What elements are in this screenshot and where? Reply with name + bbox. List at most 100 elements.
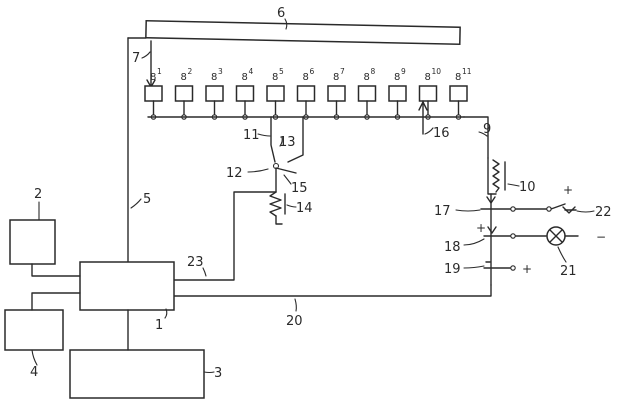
unit-label: 8: [181, 72, 187, 83]
label-14: 14: [296, 201, 313, 216]
unit-superscript: 2: [188, 67, 193, 76]
unit-8-2: 82: [174, 67, 194, 120]
label-21: 21: [560, 264, 577, 279]
leader-10: [507, 183, 520, 187]
label-3: 3: [214, 366, 222, 381]
unit-label: 8: [303, 72, 309, 83]
unit-box: [235, 85, 255, 102]
leader-7: [141, 51, 151, 59]
label-4: 4: [30, 365, 38, 380]
unit-label: 8: [333, 72, 339, 83]
unit-superscript: 4: [249, 67, 254, 76]
leader-17: [455, 209, 481, 212]
leader-3: [203, 371, 215, 374]
leader-21: [557, 246, 567, 263]
unit-label: 8: [242, 72, 248, 83]
unit-box: [357, 85, 377, 102]
bus-bar-6: [145, 19, 461, 46]
label-15: 15: [291, 181, 308, 196]
unit-8-8: 88: [357, 67, 377, 120]
line-9: [463, 116, 489, 159]
relay-10-bottom: [487, 157, 497, 195]
lamp-21-cross-b: [549, 229, 563, 243]
label-13: 13: [279, 135, 296, 150]
label-1: 1: [155, 318, 163, 333]
label-12: 12: [226, 166, 243, 181]
switch-22-terminal: [562, 206, 576, 214]
leader-11: [257, 133, 271, 137]
block-4: [4, 309, 64, 351]
leader-6: [284, 18, 288, 30]
unit-8-3: 83: [205, 67, 224, 120]
label-7: 7: [132, 51, 140, 66]
unit-box: [144, 85, 163, 102]
unit-8-4: 84: [235, 67, 255, 120]
unit-superscript: 1: [157, 67, 162, 76]
unit-box: [205, 85, 224, 102]
unit-box: [449, 85, 468, 102]
line-block-4: [31, 292, 81, 311]
leader-4: [31, 349, 38, 366]
unit-8-5: 85: [266, 67, 285, 120]
minus-21: −: [596, 230, 606, 244]
unit-superscript: 11: [462, 67, 472, 76]
unit-8-6: 86: [296, 67, 316, 120]
plus-19: +: [522, 262, 532, 276]
unit-box: [327, 85, 346, 102]
line-20: [173, 284, 492, 297]
leader-19: [463, 265, 485, 269]
line-23: [173, 191, 277, 281]
label-16: 16: [433, 126, 450, 141]
unit-8-10: 810: [418, 67, 441, 120]
actuator-rod-head: [486, 196, 496, 204]
line-13: [287, 116, 304, 163]
unit-superscript: 5: [279, 67, 284, 76]
label-17: 17: [434, 204, 451, 219]
label-11: 11: [243, 128, 260, 143]
unit-superscript: 9: [401, 67, 406, 76]
unit-label: 8: [455, 72, 461, 83]
unit-label: 8: [211, 72, 217, 83]
unit-box: [174, 85, 194, 102]
line-11: [270, 116, 276, 163]
controller-block-1: [79, 261, 175, 311]
label-9: 9: [483, 122, 491, 137]
unit-label: 8: [394, 72, 400, 83]
label-6: 6: [277, 6, 285, 21]
leader-9: [478, 131, 488, 137]
unit-box: [296, 85, 316, 102]
plus-18: +: [476, 221, 486, 235]
contact-17-terminal: [510, 206, 516, 212]
label-22: 22: [595, 205, 612, 220]
leader-23: [202, 267, 207, 277]
unit-superscript: 6: [310, 67, 315, 76]
leader-13: [279, 136, 283, 147]
coil-14-ground: [275, 215, 283, 225]
leader-15: [283, 174, 292, 185]
unit-label: 8: [425, 72, 431, 83]
contact-18-terminal: [510, 233, 516, 239]
leader-5: [130, 198, 142, 209]
switch-blade: [275, 167, 297, 174]
leader-18: [463, 238, 485, 246]
unit-label: 8: [364, 72, 370, 83]
switch-22-blade: [550, 203, 566, 210]
label-18: 18: [444, 240, 461, 255]
arrow-16-head: [418, 101, 428, 111]
unit-box: [418, 85, 438, 102]
leader-12: [247, 168, 269, 173]
unit-8-7: 87: [327, 67, 346, 120]
unit-box: [388, 85, 407, 102]
label-2: 2: [34, 187, 42, 202]
label-20: 20: [286, 314, 303, 329]
block-2: [9, 219, 56, 265]
block-3: [69, 349, 205, 399]
unit-8-1: 81: [144, 67, 163, 120]
contact-18-arrow: [487, 226, 497, 234]
unit-label: 8: [150, 72, 156, 83]
leader-16: [424, 127, 434, 135]
label-5: 5: [143, 192, 151, 207]
label-23: 23: [187, 255, 204, 270]
contact-19-terminal: [510, 265, 516, 271]
